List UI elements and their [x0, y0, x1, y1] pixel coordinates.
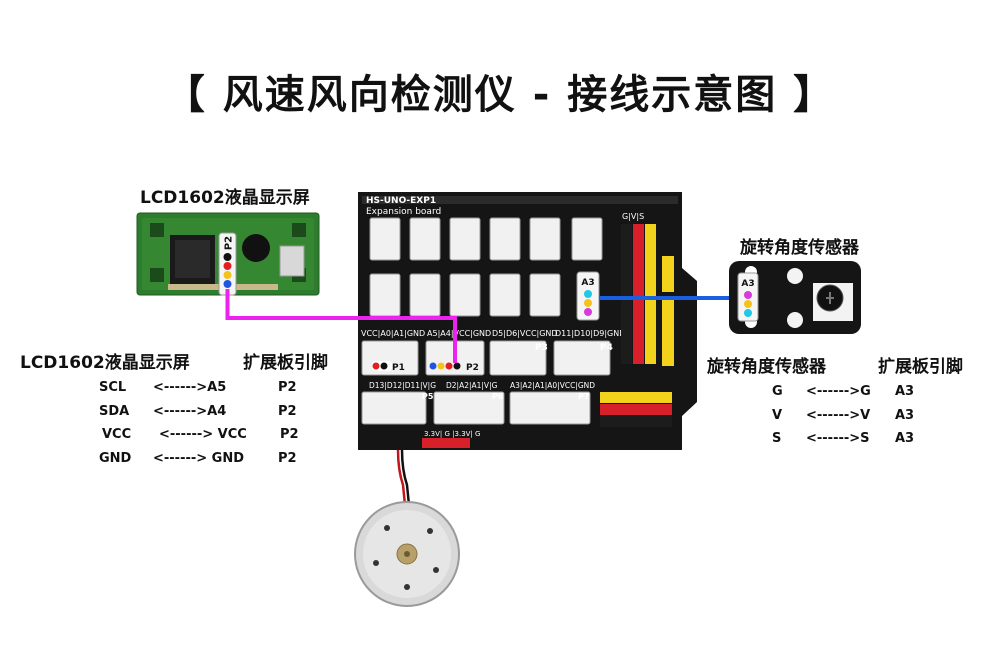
- pin-name: V: [772, 407, 783, 423]
- pin-port: A3: [895, 431, 915, 447]
- board-model: HS-UNO-EXP1: [366, 196, 436, 206]
- pin-name: GND: [99, 450, 132, 466]
- header-p1-text: VCC|A0|A1|GND: [361, 329, 425, 338]
- a3-pin-3: [584, 308, 592, 316]
- header-p6-text: D2|A2|A1|V|G: [446, 381, 498, 390]
- lcd-label: LCD1602液晶显示屏: [140, 188, 310, 208]
- left-pin-table: SCL <------>A5 P2 SDA <------>A4 P2 VCC …: [99, 376, 299, 470]
- table-row: GND <------> GND P2: [99, 447, 299, 471]
- port-p7-text: P7: [578, 392, 589, 401]
- pin-arrow: <------>V: [806, 407, 871, 423]
- pin-name: SDA: [99, 403, 130, 419]
- header-p4-text: D11|D10|D9|GND: [555, 329, 625, 338]
- port-p6-text: P6: [492, 392, 504, 401]
- table-row: VCC <------> VCC P2: [99, 423, 299, 447]
- a3-pin-1: [584, 290, 592, 298]
- header-p5-text: D13|D12|D11|V|G: [369, 381, 436, 390]
- header-p7-text: A3|A2|A1|A0|VCC|GND: [510, 381, 595, 390]
- pin-port: P2: [280, 427, 299, 443]
- right-table-header-device: 旋转角度传感器: [707, 357, 826, 377]
- lcd-pin-sda: [223, 271, 232, 279]
- pin-arrow: <------>A4: [153, 403, 227, 419]
- pin-port: P2: [278, 403, 297, 419]
- port-p2-text: P2: [466, 363, 479, 373]
- rotation-sensor-module: A3: [729, 261, 861, 334]
- sensor-label: 旋转角度传感器: [740, 238, 859, 258]
- pin-port: A3: [895, 384, 915, 400]
- dc-motor: [354, 501, 460, 607]
- pin-arrow: <------>A5: [153, 380, 227, 396]
- header-p3-text: D5|D6|VCC|GND: [492, 329, 558, 338]
- right-pin-table: G <------>G A3 V <------>V A3 S <------>…: [772, 380, 914, 451]
- lcd-pin-gnd: [223, 253, 232, 261]
- lcd-pin-vcc: [223, 262, 232, 270]
- pin-name: VCC: [102, 427, 132, 443]
- table-row: G <------>G A3: [772, 380, 914, 404]
- lcd-port-text: P2: [224, 236, 235, 250]
- pin-arrow: <------>S: [806, 431, 870, 447]
- pin-arrow: <------> GND: [153, 450, 245, 466]
- a3-port-text: A3: [581, 278, 594, 288]
- power-label-text: 3.3V| G |3.3V| G: [424, 430, 480, 438]
- pin-port: P2: [278, 380, 297, 396]
- expansion-board: HS-UNO-EXP1 Expansion board A3 VCC|A0|A1…: [358, 192, 697, 450]
- port-p5-text: P5: [422, 392, 434, 401]
- pin-name: S: [772, 431, 782, 447]
- pin-arrow: <------> VCC: [159, 427, 247, 443]
- motor-wire-red: [396, 368, 407, 506]
- lcd-wire: [225, 289, 457, 363]
- lcd-pin-scl: [223, 280, 232, 288]
- header-p2-text: A5|A4|VCC|GND: [427, 329, 491, 338]
- left-table-header-device: LCD1602液晶显示屏: [20, 353, 190, 373]
- gvs-label-text: G|V|S: [622, 212, 644, 221]
- port-p1-text: P1: [392, 363, 405, 373]
- motor-wire-black: [400, 368, 411, 506]
- table-row: S <------>S A3: [772, 427, 914, 451]
- table-row: V <------>V A3: [772, 404, 914, 428]
- right-table-header-board: 扩展板引脚: [878, 357, 963, 377]
- pin-name: G: [772, 384, 783, 400]
- left-table-header-board: 扩展板引脚: [243, 353, 328, 373]
- pin-arrow: <------>G: [806, 384, 871, 400]
- board-subtitle: Expansion board: [366, 207, 441, 217]
- a3-pin-2: [584, 299, 592, 307]
- pin-port: A3: [895, 407, 915, 423]
- port-p3-text: P3: [535, 343, 548, 353]
- port-p4-text: P4: [600, 343, 613, 353]
- pin-name: SCL: [99, 380, 127, 396]
- page-title: 【 风速风向检测仪 - 接线示意图 】: [164, 72, 836, 118]
- table-row: SCL <------>A5 P2: [99, 376, 299, 400]
- pin-port: P2: [278, 450, 297, 466]
- lcd1602-module: P2: [136, 212, 320, 296]
- table-row: SDA <------>A4 P2: [99, 400, 299, 424]
- sensor-port-text: A3: [741, 279, 754, 289]
